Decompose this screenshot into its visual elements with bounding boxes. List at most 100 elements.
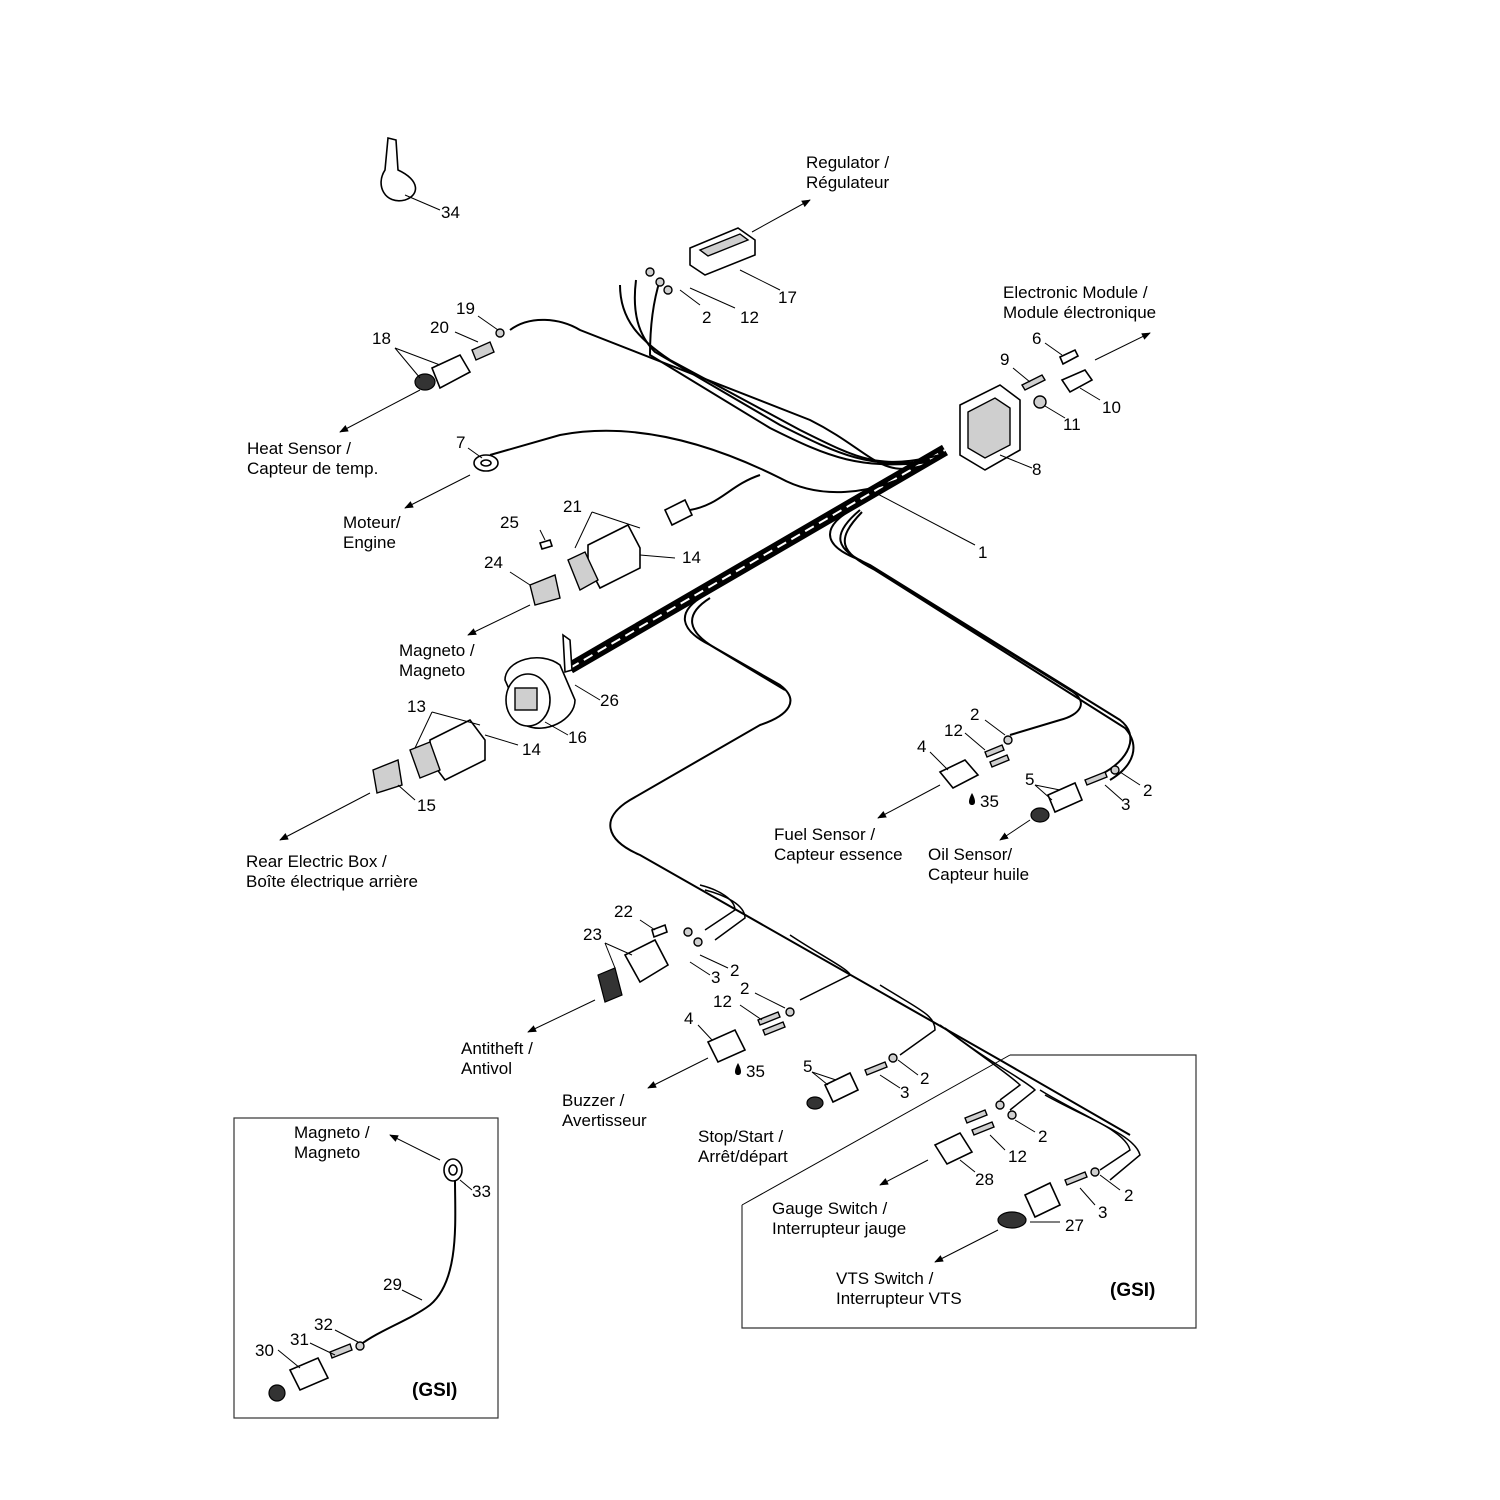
callout-31: 31 [290,1330,309,1349]
harness-branch-wires [489,279,1141,1181]
callout-34: 34 [441,203,460,222]
callout-2e: 2 [740,979,749,998]
label-engine-1: Moteur/ [343,513,401,532]
gsi-tag-right: (GSI) [1110,1280,1155,1301]
label-gauge-switch-2: Interrupteur jauge [772,1219,906,1238]
label-stop-start-2: Arrêt/départ [698,1147,788,1166]
label-heat-sensor-1: Heat Sensor / [247,439,351,458]
gsi-tag-inset: (GSI) [412,1380,457,1401]
label-gauge-switch-1: Gauge Switch / [772,1199,888,1218]
callout-28: 28 [975,1170,994,1189]
callout-3d: 3 [1098,1203,1107,1222]
callout-11: 11 [1063,415,1081,434]
label-regulator-2: Régulateur [806,173,890,192]
callout-16: 16 [568,728,587,747]
callout-2b: 2 [970,705,979,724]
callout-35: 35 [980,792,999,811]
label-stop-start-1: Stop/Start / [698,1127,783,1146]
callout-2: 2 [702,308,711,327]
magneto-connector-parts [372,633,601,801]
callout-8: 8 [1032,460,1041,479]
label-heat-sensor-2: Capteur de temp. [247,459,378,478]
gsi-inset-box [233,1117,499,1419]
electronic-module-connector [959,342,1101,471]
callout-33: 33 [472,1182,491,1201]
label-regulator-1: Regulator / [806,153,889,172]
callout-18: 18 [372,329,391,348]
label-rear-box-1: Rear Electric Box / [246,852,387,871]
gsi-option-box [741,1054,1197,1329]
callout-14b: 14 [522,740,541,759]
callout-27: 27 [1065,1216,1084,1235]
callout-7: 7 [456,433,465,452]
callout-10: 10 [1102,398,1121,417]
callout-29: 29 [383,1275,402,1294]
label-rear-box-2: Boîte électrique arrière [246,872,418,891]
callout-4b: 4 [684,1009,693,1028]
label-magneto-2: Magneto [399,661,465,680]
antitheft-connector-parts [597,919,729,1003]
fuel-sensor-parts [929,719,1013,805]
callout-24: 24 [484,553,503,572]
label-fuel-sensor-1: Fuel Sensor / [774,825,875,844]
callout-14: 14 [682,548,701,567]
callout-19: 19 [456,299,475,318]
regulator-connector-part [645,227,781,309]
label-buzzer-1: Buzzer / [562,1091,625,1110]
label-magneto-1: Magneto / [399,641,475,660]
callout-6: 6 [1032,329,1041,348]
label-electronic-module-1: Electronic Module / [1003,283,1148,302]
label-buzzer-2: Avertisseur [562,1111,647,1130]
label-antitheft-2: Antivol [461,1059,512,1078]
callout-13: 13 [407,697,426,716]
callout-2c: 2 [1143,781,1152,800]
callout-30: 30 [255,1341,274,1360]
engine-ring-terminal [467,447,499,472]
label-electronic-module-2: Module électronique [1003,303,1156,322]
label-inset-magneto-2: Magneto [294,1143,360,1162]
callout-25: 25 [500,513,519,532]
callout-35b: 35 [746,1062,765,1081]
callout-12c: 12 [713,992,732,1011]
oil-sensor-parts [1030,765,1141,823]
callout-5b: 5 [803,1057,812,1076]
callout-12: 12 [740,308,759,327]
callout-23: 23 [583,925,602,944]
destination-arrows [279,199,1151,1263]
callout-2h: 2 [1124,1186,1133,1205]
label-engine-2: Engine [343,533,396,552]
callout-17: 17 [778,288,797,307]
heat-sensor-parts [394,315,505,391]
label-oil-sensor-2: Capteur huile [928,865,1029,884]
buzzer-parts [697,992,795,1075]
label-antitheft-1: Antitheft / [461,1039,533,1058]
callout-3c: 3 [900,1083,909,1102]
label-vts-switch-1: VTS Switch / [836,1269,934,1288]
main-harness-trunk [566,444,949,674]
label-vts-switch-2: Interrupteur VTS [836,1289,962,1308]
callout-3b: 3 [711,968,720,987]
callout-1: 1 [978,543,987,562]
callout-2f: 2 [920,1069,929,1088]
callout-12b: 12 [944,721,963,740]
callout-2g: 2 [1038,1127,1047,1146]
label-fuel-sensor-2: Capteur essence [774,845,903,864]
vts-switch-parts [997,1167,1121,1229]
label-oil-sensor-1: Oil Sensor/ [928,845,1012,864]
cable-tie-part [380,136,441,211]
callout-numbers: 34 17 2 12 19 20 18 6 9 10 11 8 7 1 25 2… [255,203,1152,1360]
callout-22: 22 [614,902,633,921]
callout-9: 9 [1000,350,1009,369]
callout-15: 15 [417,796,436,815]
callout-4: 4 [917,737,926,756]
callout-20: 20 [430,318,449,337]
callout-5: 5 [1025,770,1034,789]
callout-21: 21 [563,497,582,516]
connector-group-14-21 [509,498,694,606]
callout-32: 32 [314,1315,333,1334]
callout-12d: 12 [1008,1147,1027,1166]
label-inset-magneto-1: Magneto / [294,1123,370,1142]
callout-26: 26 [600,691,619,710]
gauge-switch-parts [933,1100,1036,1173]
